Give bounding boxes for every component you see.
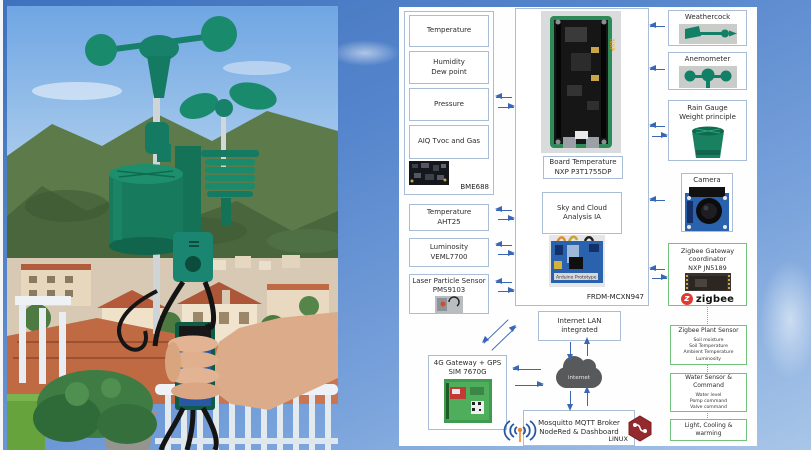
anemometer-cups — [85, 16, 237, 98]
box-water-sensor-command: Water Sensor & Command Water level Pomp … — [670, 373, 747, 412]
arrow-left — [649, 265, 665, 272]
frdm-mcxn947-label: FRDM-MCXN947 — [586, 293, 644, 301]
linux-label: LINUX — [608, 435, 628, 443]
zigbee-dotted-link — [707, 307, 708, 324]
zigbee-dotted-link — [707, 364, 708, 372]
camera-photo — [685, 187, 729, 231]
box-luminosity-veml7700: Luminosity VEML7700 — [409, 238, 489, 267]
arrow-left — [649, 65, 665, 72]
box-light-cooling-warming: Light, Cooling & warming — [670, 419, 747, 441]
box-aiq-tvoc-gas: AIQ Tvoc and Gas — [409, 125, 489, 159]
box-temperature-aht25: Temperature AHT25 — [409, 204, 489, 231]
canvas-left-edge — [0, 0, 3, 450]
zigbee-dotted-link — [707, 411, 708, 418]
box-anemometer: Anemometer — [668, 52, 747, 90]
box-laser-particle-pms9103: Laser Particle Sensor PMS9103 — [409, 274, 489, 314]
anemometer-photo — [678, 66, 737, 89]
arrow-left — [512, 365, 541, 372]
box-zigbee-gateway: Zigbee Gateway coordinator NXP JN5189 z … — [668, 243, 747, 306]
jn5189-photo — [684, 273, 731, 291]
svg-text:Arduino Prototype: Arduino Prototype — [556, 275, 597, 281]
rain-gauge-bucket — [109, 164, 183, 255]
arrow-left — [649, 22, 665, 29]
box-zigbee-plant-sensor: Zigbee Plant Sensor Soil moisture Soil T… — [670, 325, 747, 365]
hand-holding-board — [165, 312, 338, 410]
box-temperature: Temperature — [409, 15, 489, 47]
cables — [152, 280, 219, 450]
sky-cloud-wisp — [330, 40, 400, 66]
nxp-board-photo: NXP — [541, 11, 621, 153]
arrow-down — [566, 391, 573, 411]
arrow-left — [649, 122, 665, 129]
architecture-diagram-panel: BME688 Temperature Humidity Dew point Pr… — [399, 7, 757, 446]
pms9103-photo — [435, 296, 463, 313]
arrow-diagonal-down — [483, 319, 509, 344]
arrow-up — [583, 386, 590, 406]
box-internet-lan: Internet LAN integrated — [538, 311, 621, 341]
radiation-shield — [201, 150, 259, 226]
arrow-right — [515, 381, 544, 388]
radio-waves-icon — [503, 420, 537, 442]
box-pressure: Pressure — [409, 88, 489, 121]
sky-cloud-wisp — [760, 260, 811, 380]
frdm-board-photo: Arduino Prototype — [549, 235, 605, 287]
internet-cloud-icon: internet — [556, 356, 602, 388]
sim7670g-photo — [443, 379, 492, 424]
arrow-right — [498, 250, 515, 257]
arrow-right — [498, 215, 515, 222]
arrow-down — [566, 342, 573, 361]
box-board-temperature: Board Temperature NXP P3T1755DP — [543, 156, 623, 179]
arrow-left — [495, 241, 512, 248]
arrow-right — [652, 132, 668, 139]
svg-text:NXP: NXP — [608, 39, 615, 52]
zigbee-logo: z zigbee — [680, 293, 735, 305]
box-weathercock: Weathercock — [668, 10, 747, 46]
internet-cloud-label: internet — [567, 374, 591, 381]
box-camera: Camera — [681, 173, 733, 232]
arrow-right — [652, 274, 668, 281]
arrow-left — [495, 93, 512, 100]
node-red-logo — [628, 415, 652, 442]
zigbee-logo-icon: z — [680, 293, 693, 305]
rain-gauge-photo — [691, 126, 724, 159]
balcony-railing-left — [15, 296, 71, 386]
arrow-left — [495, 206, 512, 213]
box-rain-gauge: Rain Gauge Weight principle — [668, 100, 747, 161]
box-sky-cloud-analysis: Sky and Cloud Analysis IA — [542, 192, 622, 234]
arrow-right — [498, 287, 515, 294]
arrow-up — [583, 337, 590, 356]
box-mqtt-broker: Mosquitto MQTT Broker NodeRed & Dashboar… — [523, 410, 635, 446]
balcony-plant — [7, 370, 157, 450]
weathercock-photo — [678, 24, 737, 45]
wind-vane — [179, 82, 277, 119]
cable-loop — [117, 289, 158, 352]
arrow-left — [649, 196, 665, 203]
weather-station — [85, 16, 277, 352]
weather-station-photo — [7, 6, 338, 450]
box-4g-gateway: 4G Gateway + GPS SIM 7670G — [428, 355, 507, 430]
bme688-chip-photo — [409, 161, 449, 185]
box-humidity-dewpoint: Humidity Dew point — [409, 51, 489, 84]
arrow-left — [495, 278, 512, 285]
bme688-label: BME688 — [460, 183, 489, 191]
electronics-box — [173, 232, 213, 282]
zigbee-logo-text: zigbee — [695, 293, 735, 305]
arrow-right — [498, 103, 515, 110]
photo-scene — [7, 6, 338, 450]
